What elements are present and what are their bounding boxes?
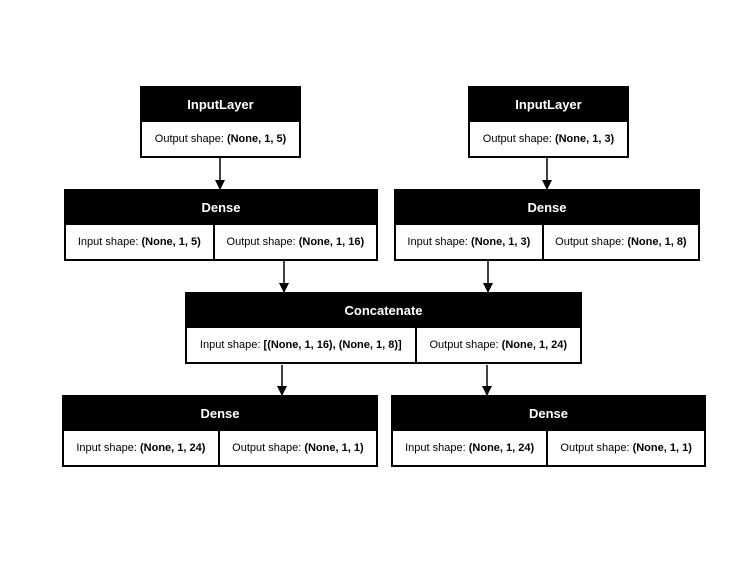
concatenate-node: Concatenate Input shape: [(None, 1, 16),… bbox=[185, 292, 582, 364]
input-shape-label: Input shape: bbox=[77, 236, 139, 248]
output-shape-value: (None, 1, 16) bbox=[298, 236, 365, 248]
input-shape-cell: Input shape: [(None, 1, 16), (None, 1, 8… bbox=[187, 328, 415, 362]
output-shape-label: Output shape: bbox=[226, 236, 296, 248]
output-shape-label: Output shape: bbox=[154, 133, 224, 145]
node-title: InputLayer bbox=[470, 88, 627, 122]
output-shape-cell: Output shape: (None, 1, 5) bbox=[142, 122, 299, 156]
input-shape-value: (None, 1, 5) bbox=[141, 236, 201, 248]
input-shape-cell: Input shape: (None, 1, 24) bbox=[393, 431, 546, 465]
input-shape-label: Input shape: bbox=[199, 339, 261, 351]
output-shape-value: (None, 1, 3) bbox=[554, 133, 615, 145]
input-shape-value: (None, 1, 24) bbox=[140, 442, 206, 454]
output-shape-value: (None, 1, 1) bbox=[632, 442, 692, 454]
input-shape-label: Input shape: bbox=[407, 236, 468, 248]
node-title: Concatenate bbox=[187, 294, 580, 328]
dense-node-b: Dense Input shape: (None, 1, 3) Output s… bbox=[394, 189, 700, 261]
input-shape-value: [(None, 1, 16), (None, 1, 8)] bbox=[263, 339, 402, 351]
output-shape-label: Output shape: bbox=[429, 339, 499, 351]
output-shape-value: (None, 1, 24) bbox=[501, 339, 568, 351]
node-title: Dense bbox=[66, 191, 376, 225]
node-title: InputLayer bbox=[142, 88, 299, 122]
output-shape-value: (None, 1, 1) bbox=[304, 442, 364, 454]
dense-node-a: Dense Input shape: (None, 1, 5) Output s… bbox=[64, 189, 378, 261]
output-shape-label: Output shape: bbox=[482, 133, 552, 145]
input-shape-cell: Input shape: (None, 1, 3) bbox=[396, 225, 542, 259]
node-title: Dense bbox=[393, 397, 704, 431]
output-shape-cell: Output shape: (None, 1, 1) bbox=[217, 431, 376, 465]
input-shape-label: Input shape: bbox=[76, 442, 137, 454]
output-shape-label: Output shape: bbox=[560, 442, 630, 454]
input-layer-node-b: InputLayer Output shape: (None, 1, 3) bbox=[468, 86, 629, 158]
output-shape-cell: Output shape: (None, 1, 24) bbox=[414, 328, 580, 362]
input-shape-cell: Input shape: (None, 1, 5) bbox=[66, 225, 213, 259]
output-shape-value: (None, 1, 8) bbox=[627, 236, 687, 248]
input-shape-cell: Input shape: (None, 1, 24) bbox=[64, 431, 218, 465]
output-shape-cell: Output shape: (None, 1, 16) bbox=[212, 225, 376, 259]
input-shape-label: Input shape: bbox=[405, 442, 466, 454]
input-shape-value: (None, 1, 24) bbox=[468, 442, 535, 454]
dense-output-node-b: Dense Input shape: (None, 1, 24) Output … bbox=[391, 395, 706, 467]
output-shape-label: Output shape: bbox=[555, 236, 625, 248]
input-shape-value: (None, 1, 3) bbox=[471, 236, 531, 248]
node-title: Dense bbox=[64, 397, 376, 431]
node-title: Dense bbox=[396, 191, 698, 225]
output-shape-cell: Output shape: (None, 1, 1) bbox=[546, 431, 704, 465]
output-shape-value: (None, 1, 5) bbox=[226, 133, 287, 145]
dense-output-node-a: Dense Input shape: (None, 1, 24) Output … bbox=[62, 395, 378, 467]
output-shape-label: Output shape: bbox=[232, 442, 302, 454]
input-layer-node-a: InputLayer Output shape: (None, 1, 5) bbox=[140, 86, 301, 158]
output-shape-cell: Output shape: (None, 1, 3) bbox=[470, 122, 627, 156]
output-shape-cell: Output shape: (None, 1, 8) bbox=[541, 225, 698, 259]
